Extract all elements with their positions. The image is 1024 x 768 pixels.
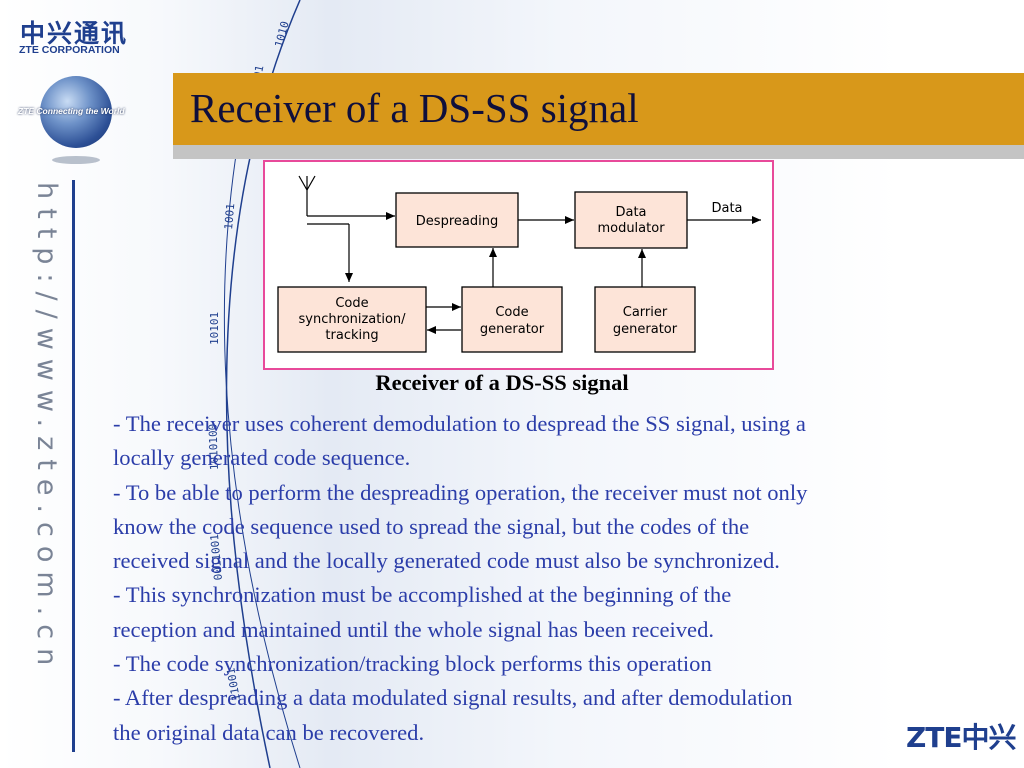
- despreading-block: Despreading: [395, 192, 519, 248]
- globe-shadow: [52, 156, 100, 164]
- code-generator-block: Code generator: [461, 286, 563, 353]
- body-line: - The receiver uses coherent demodulatio…: [113, 411, 806, 436]
- binary-text: 1010100: [206, 424, 221, 471]
- zte-logo-chinese: 中兴通讯: [20, 19, 129, 48]
- binary-text: 1001: [222, 203, 237, 231]
- carrier-generator-block: Carrier generator: [594, 286, 696, 353]
- data-output-label: Data: [711, 201, 742, 216]
- binary-text: 10101: [208, 312, 221, 345]
- receiver-block-diagram: Despreading Data modulator Data Code syn…: [277, 175, 761, 353]
- body-line: - To be able to perform the despreading …: [113, 479, 808, 505]
- despreading-label: Despreading: [416, 214, 498, 229]
- body-line: - This synchronization must be accomplis…: [113, 582, 732, 608]
- carrier-generator-label: generator: [613, 322, 678, 337]
- binary-text: 11001: [224, 667, 243, 702]
- body-line: locally generated code sequence.: [113, 445, 411, 471]
- code-sync-label: Code: [335, 296, 368, 311]
- title-bar-shadow: [173, 145, 1024, 159]
- slide-title: Receiver of a DS-SS signal: [190, 85, 639, 131]
- figure-caption-text: Receiver of a DS-SS signal: [375, 370, 629, 395]
- body-line: the original data can be recovered.: [113, 719, 425, 745]
- code-sync-label: synchronization/: [298, 312, 406, 327]
- data-modulator-label: Data: [615, 205, 646, 220]
- data-modulator-block: Data modulator: [574, 191, 688, 249]
- body-line: reception and maintained until the whole…: [113, 616, 715, 642]
- binary-text: 1010: [272, 20, 291, 49]
- diagram-frame: Despreading Data modulator Data Code syn…: [263, 160, 774, 370]
- title-bar: [173, 73, 1024, 145]
- carrier-generator-label: Carrier: [623, 305, 668, 320]
- binary-text: 0011001: [208, 534, 225, 581]
- code-generator-label: Code: [495, 305, 528, 320]
- body-line: received signal and the locally generate…: [113, 548, 780, 574]
- zte-corporation-label: ZTE CORPORATION: [19, 44, 120, 56]
- data-modulator-label: modulator: [597, 221, 665, 236]
- antenna-icon: [298, 175, 316, 198]
- body-line: - The code synchronization/tracking bloc…: [113, 651, 712, 677]
- code-sync-tracking-block: Code synchronization/ tracking: [277, 286, 427, 353]
- vertical-url: http://www.zte.com.cn: [31, 182, 62, 675]
- body-text: - The receiver uses coherent demodulatio…: [113, 407, 1008, 750]
- vertical-divider: [72, 180, 75, 752]
- code-generator-label: generator: [480, 322, 545, 337]
- body-line: - After despreading a data modulated sig…: [113, 685, 793, 711]
- code-sync-label: tracking: [325, 328, 378, 343]
- figure-caption: Receiver of a DS-SS signal: [0, 370, 1004, 396]
- globe-icon: [40, 76, 112, 148]
- body-line: know the code sequence used to spread th…: [113, 513, 750, 539]
- slogan-text: ZTE Connecting the World: [18, 106, 125, 116]
- zte-footer-logo: ZTE中兴: [906, 721, 1017, 754]
